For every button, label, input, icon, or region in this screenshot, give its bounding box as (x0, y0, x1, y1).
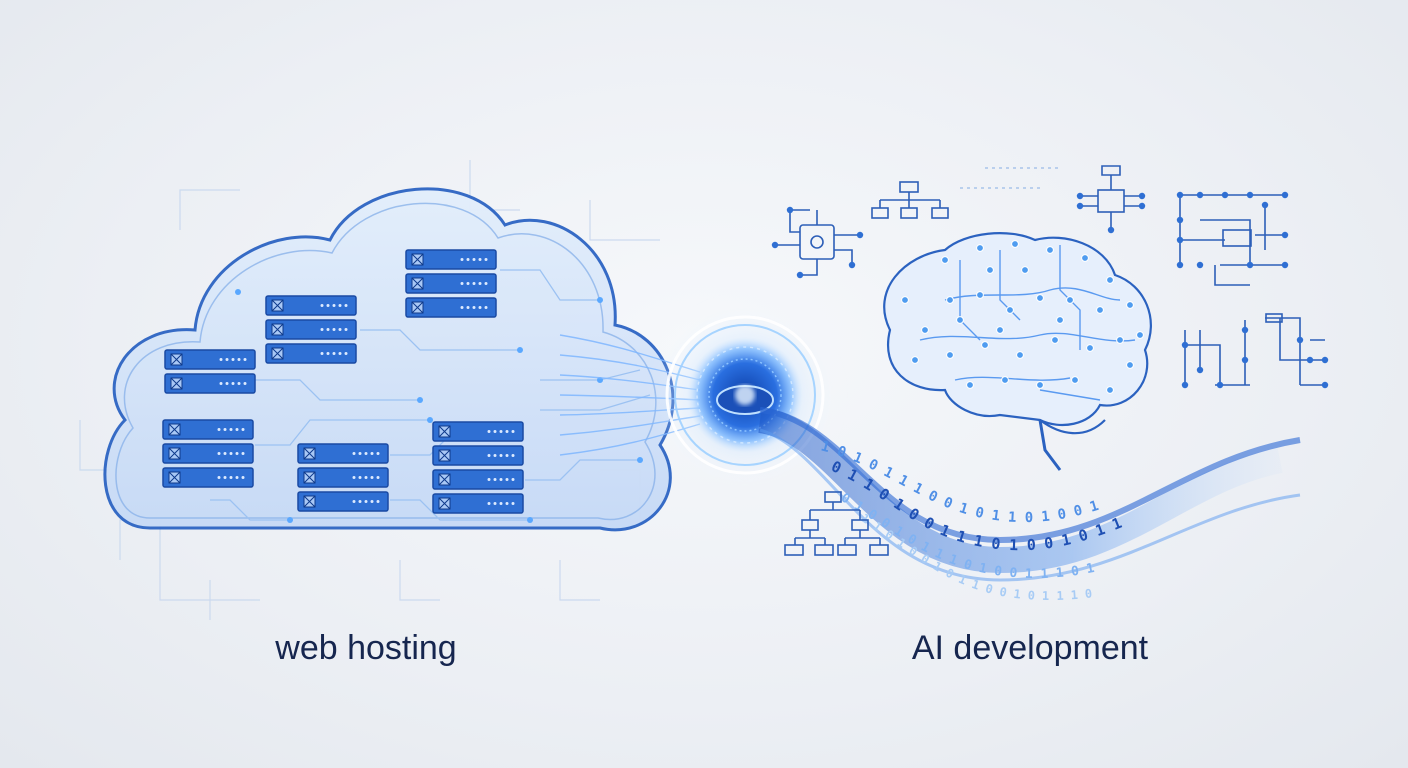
binary-data-stream: 0 1 1 0 1 0 0 1 1 1 0 1 0 0 1 0 1 1 1 0 … (757, 407, 1301, 603)
server-rack-icon (432, 445, 524, 466)
server-racks (162, 249, 524, 514)
circuit-brain-icon (883, 232, 1152, 471)
server-rack-icon (405, 249, 497, 270)
server-rack-icon (164, 373, 256, 394)
ai-development-label: AI development (911, 629, 1149, 667)
server-rack-icon (297, 491, 389, 512)
diagram-nodes (771, 191, 1329, 389)
server-rack-icon (297, 443, 389, 464)
cloud-circuit-traces (210, 269, 651, 521)
server-rack-icon (405, 273, 497, 294)
server-rack-icon (162, 443, 254, 464)
glowing-portal-icon (650, 300, 840, 490)
server-rack-icon (265, 343, 357, 364)
server-rack-icon (265, 295, 357, 316)
server-rack-icon (432, 493, 524, 514)
brain-neural-nodes (901, 240, 1144, 394)
server-rack-icon (162, 467, 254, 488)
server-rack-icon (265, 319, 357, 340)
server-rack-icon (432, 421, 524, 442)
web-hosting-label: web hosting (275, 629, 457, 667)
server-rack-icon (162, 419, 254, 440)
server-rack-icon (405, 297, 497, 318)
server-rack-icon (164, 349, 256, 370)
server-rack-icon (432, 469, 524, 490)
server-rack-icon (297, 467, 389, 488)
